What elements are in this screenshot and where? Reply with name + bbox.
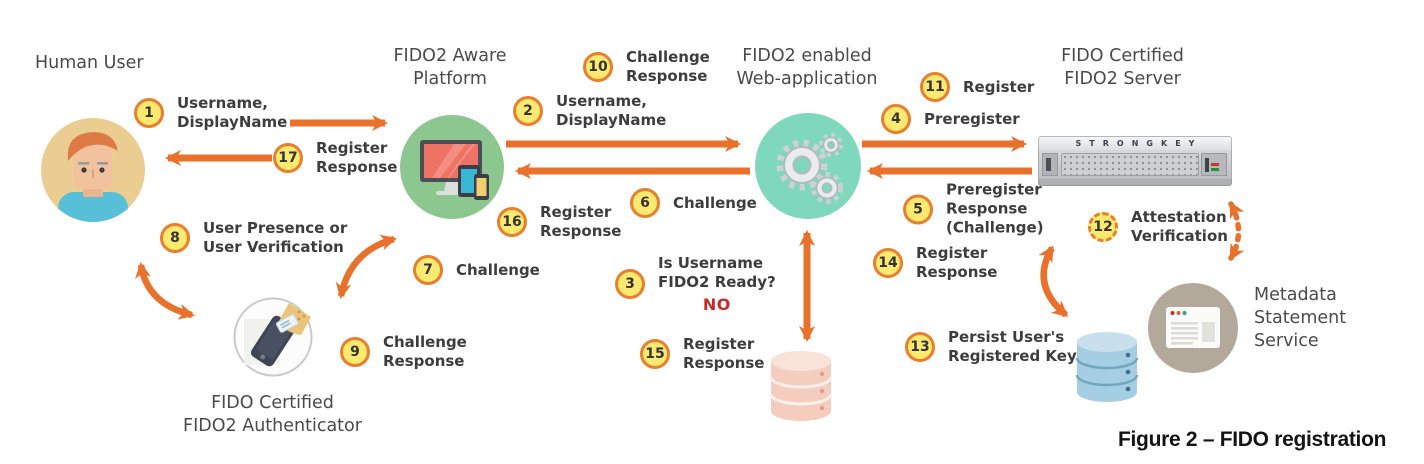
step-1-label: Username, DisplayName [177,94,288,131]
step-7-badge: 7 [413,255,443,285]
step-6-label: Challenge [673,193,757,212]
step-9-badge: 9 [340,337,370,367]
step-16-badge: 16 [497,207,527,237]
step-14-label: Register Response [916,244,998,281]
step-11: 11 Register [920,72,1034,102]
step-14-badge: 14 [873,248,903,278]
step-8-badge: 8 [160,223,190,253]
step-10-label: Challenge Response [626,48,710,85]
step-8: 8 User Presence or User Verification [160,219,347,257]
webapp-database-icon [769,351,833,421]
step-8-label: User Presence or User Verification [203,219,348,256]
step-15: 15 Register Response [640,335,764,373]
step-3-answer: NO [702,295,731,314]
step-13: 13 Persist User's Registered Key [905,328,1077,366]
server-grille [1061,153,1199,176]
step-11-label: Register [963,77,1035,96]
server-left-ear [1042,153,1058,176]
platform-label: FIDO2 Aware Platform [393,46,507,89]
step-3-badge: 3 [615,269,645,299]
arrow-step-8 [135,262,195,320]
step-17: 17 Register Response [273,139,397,177]
webapp-label: FIDO2 enabled Web-application [736,46,878,89]
step-9: 9 Challenge Response [340,333,467,371]
server-label: FIDO Certified FIDO2 Server [1061,46,1184,89]
step-12-badge: 12 [1088,212,1118,242]
step-4: 4 Preregister [881,104,1020,134]
step-1: 1 Username, DisplayName [134,94,287,132]
step-11-badge: 11 [920,72,950,102]
figure-caption: Figure 2 – FIDO registration [1118,428,1387,451]
step-10-badge: 10 [583,52,613,82]
step-2-badge: 2 [513,96,543,126]
step-15-badge: 15 [640,339,670,369]
step-12: 12 Attestation Verification [1088,208,1228,246]
step-17-badge: 17 [273,143,303,173]
step-7: 7 Challenge [413,255,540,285]
server-database-icon [1075,332,1139,402]
step-17-label: Register Response [316,139,398,176]
step-5-badge: 5 [903,194,933,224]
human-user-label: Human User [35,53,144,73]
arrow-step-12-dashed [1228,201,1245,261]
authenticator-label: FIDO Certified FIDO2 Authenticator [183,393,362,436]
step-2-label: Username, DisplayName [556,92,667,129]
step-13-label: Persist User's Registered Key [948,328,1077,365]
server-brand-text: STRONGKEY [1038,136,1232,150]
step-6-badge: 6 [630,188,660,218]
metadata-service-icon [1148,283,1238,373]
step-5-label: Preregister Response (Challenge) [946,180,1044,237]
step-10: 10 Challenge Response [583,48,710,86]
server-status-module [1201,153,1227,176]
step-3-label: Is Username FIDO2 Ready? [658,254,776,291]
step-4-label: Preregister [924,109,1020,128]
step-4-badge: 4 [881,104,911,134]
step-16: 16 Register Response [497,203,621,241]
step-16-label: Register Response [540,203,622,240]
platform-icon [400,115,504,219]
step-9-label: Challenge Response [383,333,467,370]
step-2: 2 Username, DisplayName [513,92,666,130]
human-user-icon [41,118,145,222]
step-1-badge: 1 [134,98,164,128]
step-7-label: Challenge [456,260,540,279]
webapp-icon [755,113,861,219]
fido2-server-icon: STRONGKEY [1038,136,1232,186]
arrow-step-7-9 [335,234,397,299]
arrow-step-13 [1038,245,1069,318]
step-3: 3 Is Username FIDO2 Ready? NO [615,254,776,314]
step-13-badge: 13 [905,332,935,362]
authenticator-icon [233,297,313,377]
step-15-label: Register Response [683,335,765,372]
metadata-service-label: Metadata Statement Service [1254,285,1347,351]
server-bottom-rail [1038,180,1232,186]
step-12-label: Attestation Verification [1131,208,1228,245]
step-6: 6 Challenge [630,188,757,218]
step-14: 14 Register Response [873,244,997,282]
step-5: 5 Preregister Response (Challenge) [903,181,1044,238]
